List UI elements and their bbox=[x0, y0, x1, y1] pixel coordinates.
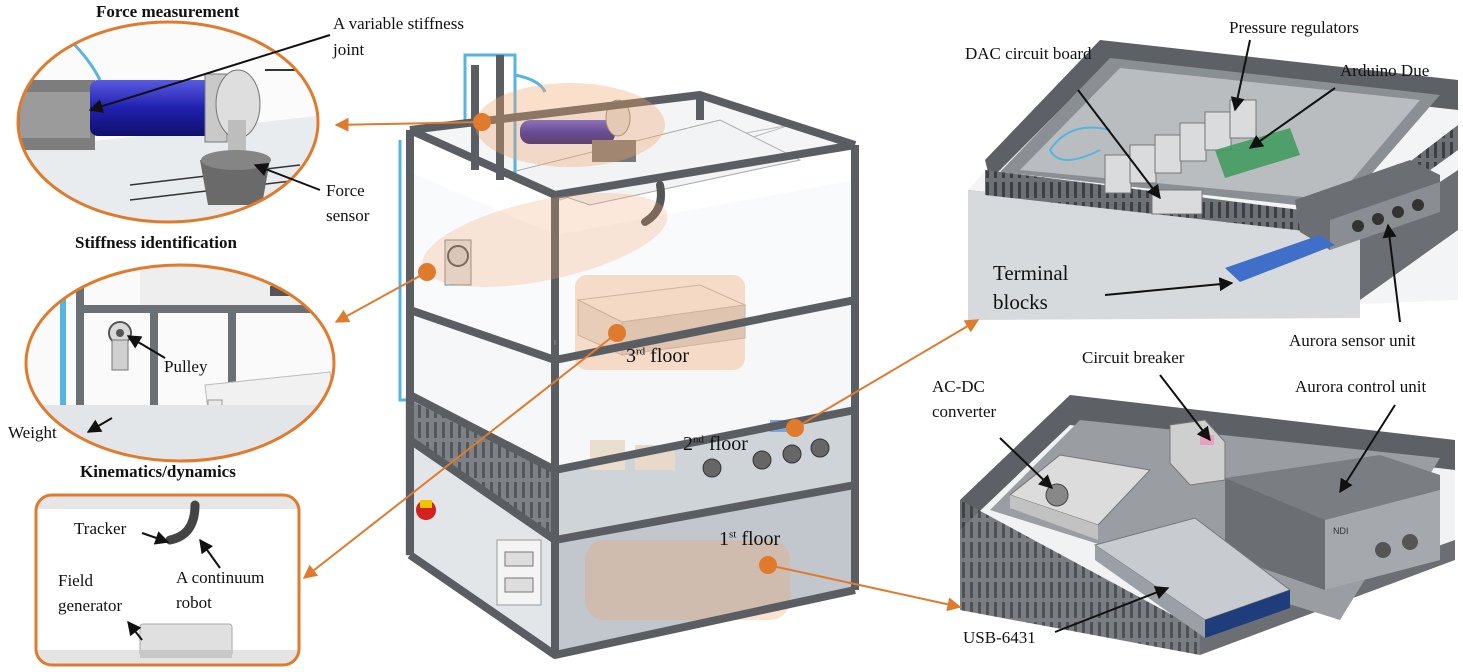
third-floor-label: 3rd floor bbox=[626, 345, 690, 367]
ac-dc-converter-label-line2: converter bbox=[932, 402, 997, 421]
variable-stiffness-joint-label-line2: joint bbox=[333, 40, 365, 59]
orange-callouts bbox=[302, 117, 980, 612]
circuit-breaker-label: Circuit breaker bbox=[1082, 348, 1185, 367]
power-floor-render bbox=[960, 395, 1455, 655]
kinematics-panel bbox=[34, 493, 301, 667]
ndi-logo-text: NDI bbox=[1333, 526, 1349, 536]
orange-callout-dots bbox=[418, 113, 804, 574]
field-generator-label-line2: generator bbox=[58, 596, 123, 615]
variable-stiffness-joint-label-line1: A variable stiffness bbox=[333, 14, 464, 33]
ac-dc-converter-label-line1: AC-DC bbox=[932, 377, 985, 396]
stiffness-identification-title: Stiffness identification bbox=[75, 233, 237, 252]
force-sensor-label-line2: sensor bbox=[326, 206, 370, 225]
kinematics-dynamics-title: Kinematics/dynamics bbox=[80, 462, 236, 481]
pulley-label: Pulley bbox=[164, 357, 208, 376]
pressure-regulators-label: Pressure regulators bbox=[1229, 18, 1359, 37]
second-floor-label: 2nd floor bbox=[683, 433, 748, 455]
field-generator-label-line1: Field bbox=[58, 571, 93, 590]
aurora-sensor-unit-label: Aurora sensor unit bbox=[1289, 331, 1416, 350]
continuum-robot-label-line1: A continuum bbox=[176, 568, 265, 587]
continuum-robot-label-line2: robot bbox=[176, 593, 212, 612]
weight-label: Weight bbox=[8, 423, 57, 442]
usb-6431-label: USB-6431 bbox=[963, 628, 1036, 647]
black-arrows bbox=[86, 34, 1401, 641]
tracker-label: Tracker bbox=[74, 519, 127, 538]
arduino-due-label: Arduino Due bbox=[1340, 61, 1430, 80]
first-floor-label: 1st floor bbox=[719, 528, 781, 550]
terminal-blocks-label-line2: blocks bbox=[993, 290, 1048, 314]
control-floor-render bbox=[968, 40, 1458, 320]
force-sensor-label-line1: Force bbox=[326, 181, 365, 200]
force-measurement-title: Force measurement bbox=[96, 2, 240, 21]
aurora-control-unit-label: Aurora control unit bbox=[1295, 377, 1427, 396]
terminal-blocks-label-line1: Terminal bbox=[993, 261, 1069, 285]
test-bench bbox=[398, 53, 859, 659]
dac-circuit-board-label: DAC circuit board bbox=[965, 44, 1092, 63]
